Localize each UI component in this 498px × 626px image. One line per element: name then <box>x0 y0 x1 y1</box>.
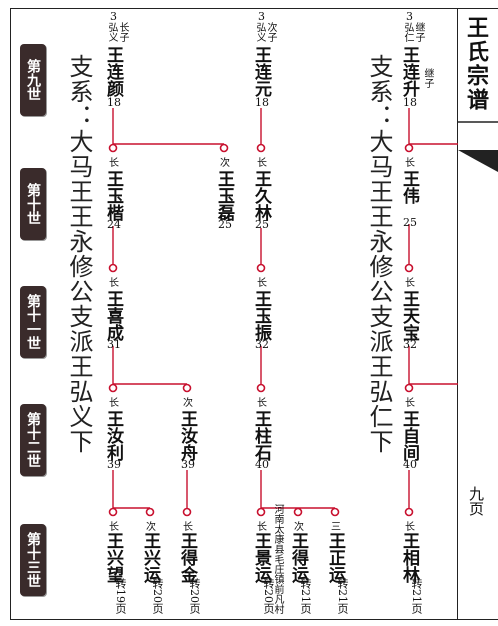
gen10-0-number: 24 <box>107 218 121 231</box>
gen10-3-name: 王伟 <box>399 170 419 204</box>
right-panel <box>458 8 498 620</box>
gen12-2-number: 40 <box>255 458 269 471</box>
gen9-b-name: 王连元 <box>251 46 271 97</box>
gen13-2-page-ref: 转20页 <box>188 578 201 614</box>
gen13-4-rank: 次 <box>294 522 304 533</box>
gen13-6-page-ref: 转21页 <box>410 578 423 614</box>
gen12-3-rank: 长 <box>405 398 415 409</box>
gen9-c-name: 王连升 <box>399 46 419 97</box>
gen9-a-name: 王连颜 <box>103 46 123 97</box>
gen13-5-page-ref: 转21页 <box>336 578 349 614</box>
generation-badge-12: 第十二世 <box>20 404 46 476</box>
generation-badge-11: 第十一世 <box>20 286 46 358</box>
gen12-3-name: 王自间 <box>399 410 419 461</box>
gen10-1-number: 25 <box>218 218 232 231</box>
gen11-2-number: 32 <box>403 338 417 351</box>
generation-badge-9: 第九世 <box>20 44 46 116</box>
gen10-2-rank: 长 <box>257 158 267 169</box>
gen9-c-number: 18 <box>403 96 417 109</box>
page-number: 九页 <box>467 486 485 516</box>
gen11-0-name: 王喜成 <box>103 290 123 341</box>
gen10-1-rank: 次 <box>220 158 230 169</box>
gen9-c-relation: 继子 弘仁 <box>402 22 424 42</box>
gen13-3-page-ref: 转20页 <box>262 578 275 614</box>
gen12-2-name: 王柱石 <box>251 410 271 461</box>
gen11-1-rank: 长 <box>257 278 267 289</box>
gen9-a-top-number: 3 <box>110 10 117 23</box>
gen13-4-name: 王得运 <box>288 532 308 583</box>
gen13-3-rank: 长 <box>257 522 267 533</box>
gen13-4-page-ref: 转21页 <box>299 578 312 614</box>
gen12-1-number: 39 <box>181 458 195 471</box>
gen13-6-name: 王相林 <box>399 532 419 583</box>
gen10-3-rank: 长 <box>405 158 415 169</box>
gen13-0-name: 王兴望 <box>103 532 123 583</box>
gen13-2-name: 王得金 <box>177 532 197 583</box>
gen9-a-number: 18 <box>107 96 121 109</box>
gen9-b-top-number: 3 <box>258 10 265 23</box>
gen12-0-name: 王汝利 <box>103 410 123 461</box>
gen13-6-rank: 长 <box>405 522 415 533</box>
gen10-1-name: 王玉磊 <box>214 170 234 221</box>
gen11-2-name: 王天宝 <box>399 290 419 341</box>
gen11-1-name: 王玉振 <box>251 290 271 341</box>
gen13-1-name: 王兴运 <box>140 532 160 583</box>
branch-description-right: 支系：大马王王永修公支派王弘仁下 <box>365 54 393 454</box>
gen13-1-rank: 次 <box>146 522 156 533</box>
gen13-2-rank: 长 <box>183 522 193 533</box>
gen13-5-name: 王正运 <box>325 532 345 583</box>
gen13-3-location-note: 河南太康县毛庄镇前凡村 <box>272 504 283 614</box>
gen10-0-name: 王玉楷 <box>103 170 123 221</box>
gen11-2-rank: 长 <box>405 278 415 289</box>
gen11-0-rank: 长 <box>109 278 119 289</box>
gen13-0-page-ref: 转19页 <box>114 578 127 614</box>
gen12-2-rank: 长 <box>257 398 267 409</box>
gen12-3-number: 40 <box>403 458 417 471</box>
gen11-1-number: 32 <box>255 338 269 351</box>
gen12-1-rank: 次 <box>183 398 193 409</box>
gen12-0-number: 39 <box>107 458 121 471</box>
gen10-2-number: 25 <box>255 218 269 231</box>
gen9-c-note: 继子 <box>422 68 433 88</box>
gen13-5-rank: 三 <box>331 522 341 533</box>
gen10-0-rank: 长 <box>109 158 119 169</box>
gen12-0-rank: 长 <box>109 398 119 409</box>
gen10-2-name: 王久林 <box>251 170 271 221</box>
branch-description-left: 支系：大马王王永修公支派王弘义下 <box>65 54 93 454</box>
gen13-3-name: 王景运 <box>251 532 271 583</box>
gen9-a-relation: 长子 弘义 <box>106 22 128 42</box>
gen10-3-number: 25 <box>403 216 417 229</box>
gen12-1-name: 王汝舟 <box>177 410 197 461</box>
book-title: 王氏宗谱 <box>463 16 489 112</box>
gen9-c-top-number: 3 <box>406 10 413 23</box>
gen13-1-page-ref: 转20页 <box>151 578 164 614</box>
genealogy-frame <box>10 8 458 620</box>
gen13-0-rank: 长 <box>109 522 119 533</box>
gen11-0-number: 31 <box>107 338 121 351</box>
gen9-b-number: 18 <box>255 96 269 109</box>
generation-badge-13: 第十三世 <box>20 524 46 596</box>
generation-badge-10: 第十世 <box>20 168 46 240</box>
gen9-b-relation: 次子 弘义 <box>254 22 276 42</box>
